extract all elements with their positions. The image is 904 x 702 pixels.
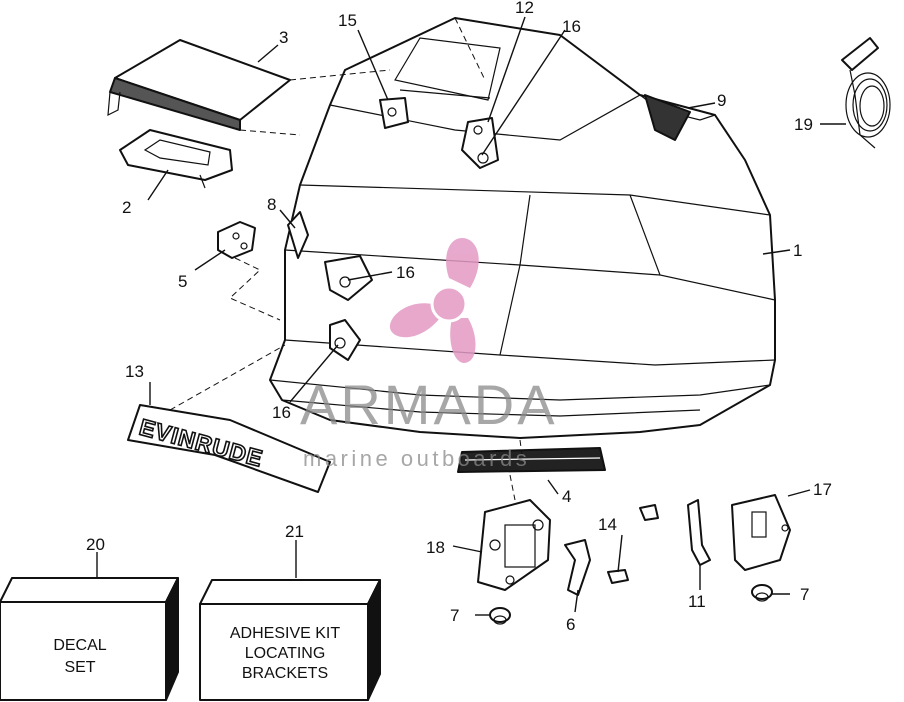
callout-16-middle: 16 <box>396 263 415 282</box>
callout-17: 17 <box>813 480 832 499</box>
callout-8: 8 <box>267 195 276 214</box>
decal-set-line-1: DECAL <box>53 637 106 654</box>
callout-11: 11 <box>688 592 706 611</box>
clip <box>687 499 711 566</box>
callout-6: 6 <box>566 615 575 634</box>
watermark-subtitle: marine outboards <box>303 446 530 471</box>
cable-assembly <box>841 37 891 149</box>
cover-grommets <box>287 97 499 361</box>
adhesive-kit-line-1: ADHESIVE KIT <box>230 625 340 642</box>
callout-labels: 1 2 3 4 5 6 7 7 8 9 11 12 13 14 15 16 16… <box>86 0 832 634</box>
seal-strip <box>457 447 606 473</box>
callout-13: 13 <box>125 362 144 381</box>
callout-14: 14 <box>598 515 617 534</box>
callout-2: 2 <box>122 198 131 217</box>
callout-15: 15 <box>338 11 357 30</box>
callout-12: 12 <box>515 0 534 17</box>
grommets <box>489 584 773 625</box>
side-plate <box>731 494 791 571</box>
leader-lines <box>96 16 846 616</box>
callout-1: 1 <box>793 241 802 260</box>
callout-5: 5 <box>178 272 187 291</box>
callout-20: 20 <box>86 535 105 554</box>
callout-16-top: 16 <box>562 17 581 36</box>
callout-21: 21 <box>285 522 304 541</box>
vent-piece <box>644 94 691 141</box>
callout-7-left: 7 <box>450 606 459 625</box>
propeller-logo-icon <box>389 238 479 363</box>
screws <box>607 504 659 584</box>
callout-18: 18 <box>426 538 445 557</box>
adhesive-kit-line-3: BRACKETS <box>242 665 328 682</box>
watermark-title: ARMADA <box>300 373 558 436</box>
adhesive-kit-box: ADHESIVE KIT LOCATING BRACKETS <box>199 579 381 701</box>
small-bracket <box>564 539 591 596</box>
callout-3: 3 <box>279 28 288 47</box>
callout-19: 19 <box>794 115 813 134</box>
decal-set-line-2: SET <box>64 659 95 676</box>
latch-bracket <box>217 221 256 259</box>
mount-bracket-plate <box>477 499 551 591</box>
cover-plate <box>119 129 233 189</box>
watermark: ARMADA marine outboards <box>300 238 558 471</box>
decal-set-box: DECAL SET <box>0 577 179 701</box>
callout-16-bottom: 16 <box>272 403 291 422</box>
callout-4: 4 <box>562 487 571 506</box>
top-lid <box>107 39 291 131</box>
adhesive-kit-line-2: LOCATING <box>245 645 326 662</box>
callout-9: 9 <box>717 91 726 110</box>
callout-7-right: 7 <box>800 585 809 604</box>
